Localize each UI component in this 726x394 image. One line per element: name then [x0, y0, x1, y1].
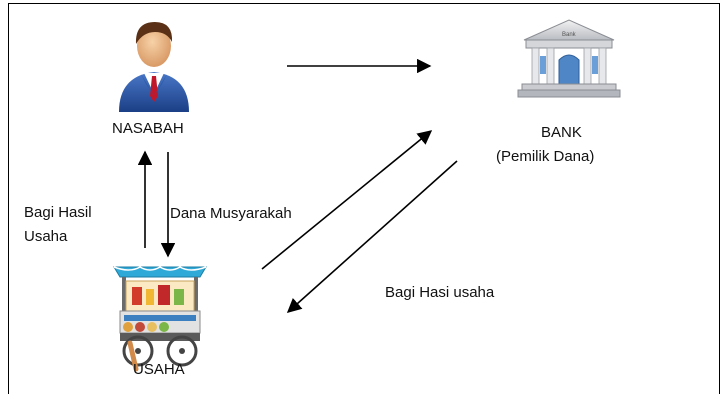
food-cart-icon	[110, 259, 210, 373]
diagram-frame	[8, 3, 720, 394]
svg-text:Bank: Bank	[562, 32, 577, 38]
edge-label-bagi-hasil-line1: Bagi Hasil	[24, 204, 92, 221]
edge-label-bagi-hasi-usaha: Bagi Hasi usaha	[385, 284, 495, 301]
usaha-label: USAHA	[133, 361, 185, 378]
bank-building-icon: Bank	[514, 12, 624, 100]
edge-label-dana-musyarakah: Dana Musyarakah	[170, 205, 292, 222]
arrow-bank-to-usaha	[286, 160, 458, 313]
arrow-usaha-to-bank	[261, 130, 433, 270]
bank-label-line2: (Pemilik Dana)	[496, 148, 595, 165]
edge-label-bagi-hasil-line2: Usaha	[24, 228, 68, 245]
nasabah-label: NASABAH	[112, 120, 184, 137]
bank-label-line1: BANK	[541, 124, 582, 141]
person-icon	[113, 14, 195, 114]
